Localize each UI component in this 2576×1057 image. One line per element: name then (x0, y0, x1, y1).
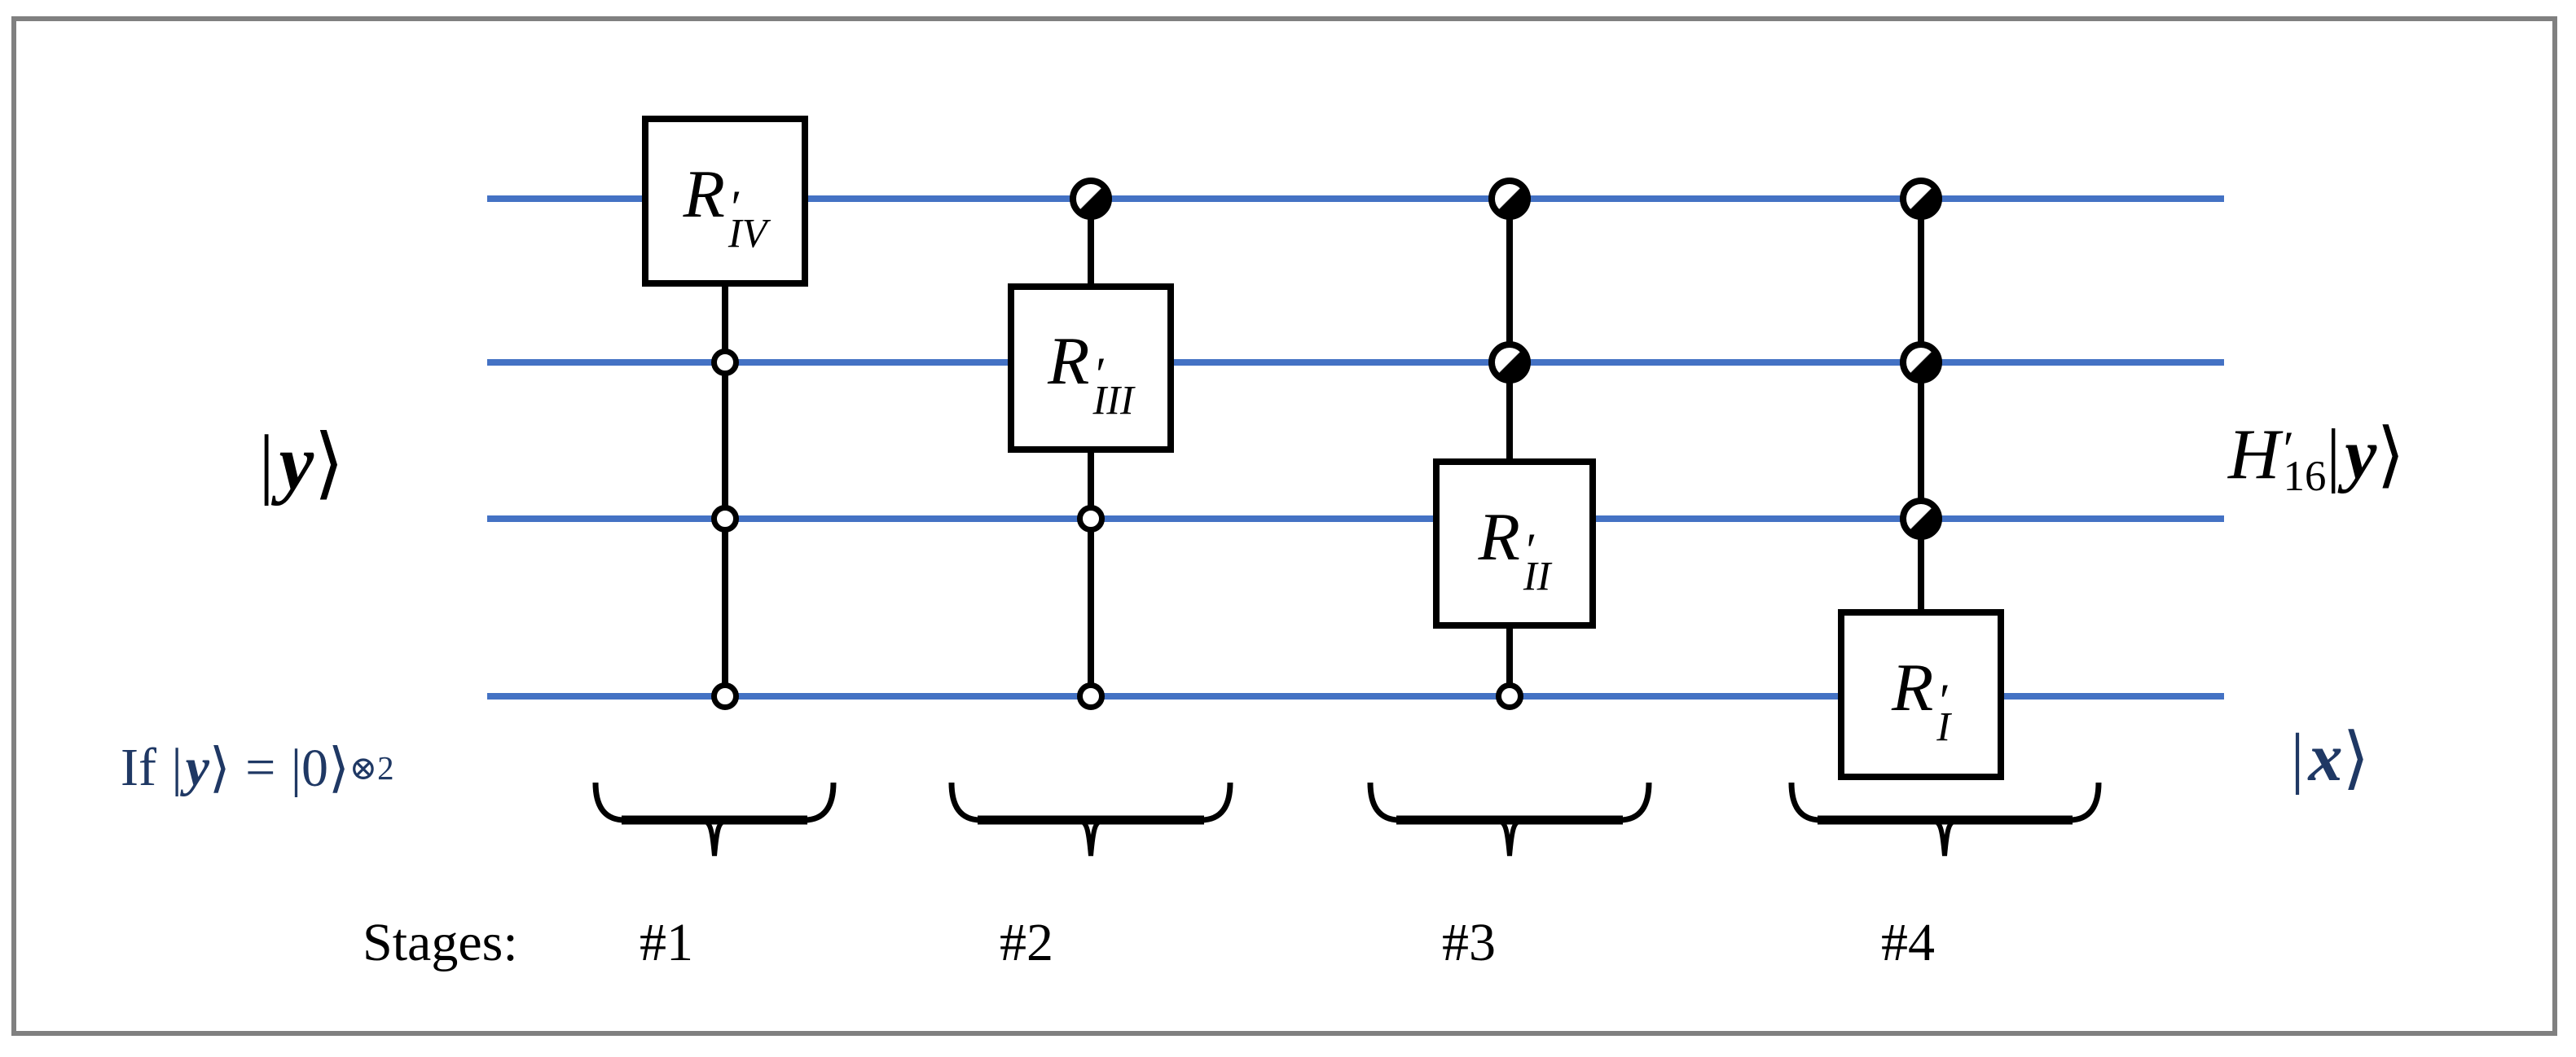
stage1-brace (592, 782, 837, 857)
stage2-control-line-lower (1088, 453, 1094, 696)
stage3-brace (1367, 782, 1652, 857)
half-filled-control-dot (1488, 178, 1531, 220)
gate-R-I: R′I (1838, 609, 2004, 780)
gate-R-III: R′III (1008, 283, 1174, 453)
qubit-wire-1 (487, 195, 2224, 202)
ket-bracket: ⟩ (2376, 416, 2405, 495)
stage2-control-line-upper (1088, 199, 1094, 283)
ket-bracket: ⟩ (2342, 721, 2370, 796)
ket-variable: x (2308, 720, 2343, 796)
ket-bar: | (171, 737, 182, 797)
ket-bar: | (2290, 720, 2305, 796)
gate-R-I-label: R′I (1891, 650, 1951, 750)
half-filled-control-dot (1900, 178, 1942, 220)
input-state-label: |y⟩ (236, 419, 367, 507)
open-control-dot (1496, 682, 1523, 710)
stage-number-3: #3 (1442, 913, 1496, 972)
gate-R-II: R′II (1433, 458, 1596, 629)
stage4-brace (1788, 782, 2102, 857)
hadamard-symbol: H (2228, 414, 2280, 494)
ket-variable: y (279, 419, 314, 506)
tensor-power-superscript: ⊗2 (349, 749, 394, 787)
stage3-control-line-upper (1506, 199, 1513, 458)
open-control-dot (711, 505, 739, 533)
gate-R-II-label: R′II (1478, 498, 1551, 599)
ket-bar: | (258, 419, 275, 506)
stage2-brace (948, 782, 1233, 857)
condition-if: If (121, 737, 156, 797)
gate-R-IV: R′IV (642, 116, 808, 287)
bottom-right-state-label: |x⟩ (2273, 715, 2387, 800)
stages-caption: Stages: (363, 913, 518, 972)
stage-number-2: #2 (1000, 913, 1053, 972)
open-control-dot (711, 682, 739, 710)
diagram-frame (11, 16, 2557, 1036)
gate-R-IV-label: R′IV (683, 156, 767, 257)
hadamard-subscript: 16 (2283, 452, 2327, 500)
qubit-wire-2 (487, 359, 2224, 366)
ket-bracket: ⟩ (209, 738, 231, 798)
half-filled-control-dot (1900, 341, 1942, 384)
open-control-dot (1077, 682, 1105, 710)
qubit-wire-3 (487, 515, 2224, 522)
prime-mark: ′ (2283, 421, 2295, 477)
condition-label: If|y⟩=|0⟩⊗2 (121, 729, 394, 806)
half-filled-control-dot (1900, 498, 1942, 540)
ket-variable: y (2345, 414, 2377, 494)
open-control-dot (1077, 505, 1105, 533)
ket-variable: y (185, 737, 209, 797)
gate-R-III-label: R′III (1048, 323, 1134, 423)
stage3-control-line-lower (1506, 629, 1513, 696)
stage1-control-line (722, 287, 728, 696)
stage-number-1: #1 (640, 913, 693, 972)
zero-ket: |0⟩ (290, 738, 349, 798)
qubit-wire-4 (487, 693, 2224, 700)
stage-number-4: #4 (1881, 913, 1935, 972)
stage4-control-line (1918, 199, 1924, 612)
equals-sign: = (245, 737, 276, 797)
open-control-dot (711, 349, 739, 376)
ket-bracket: ⟩ (314, 419, 345, 507)
half-filled-control-dot (1070, 178, 1112, 220)
ket-bar: | (2326, 414, 2341, 494)
output-state-label: H′16|y⟩ (2228, 406, 2405, 503)
half-filled-control-dot (1488, 341, 1531, 384)
